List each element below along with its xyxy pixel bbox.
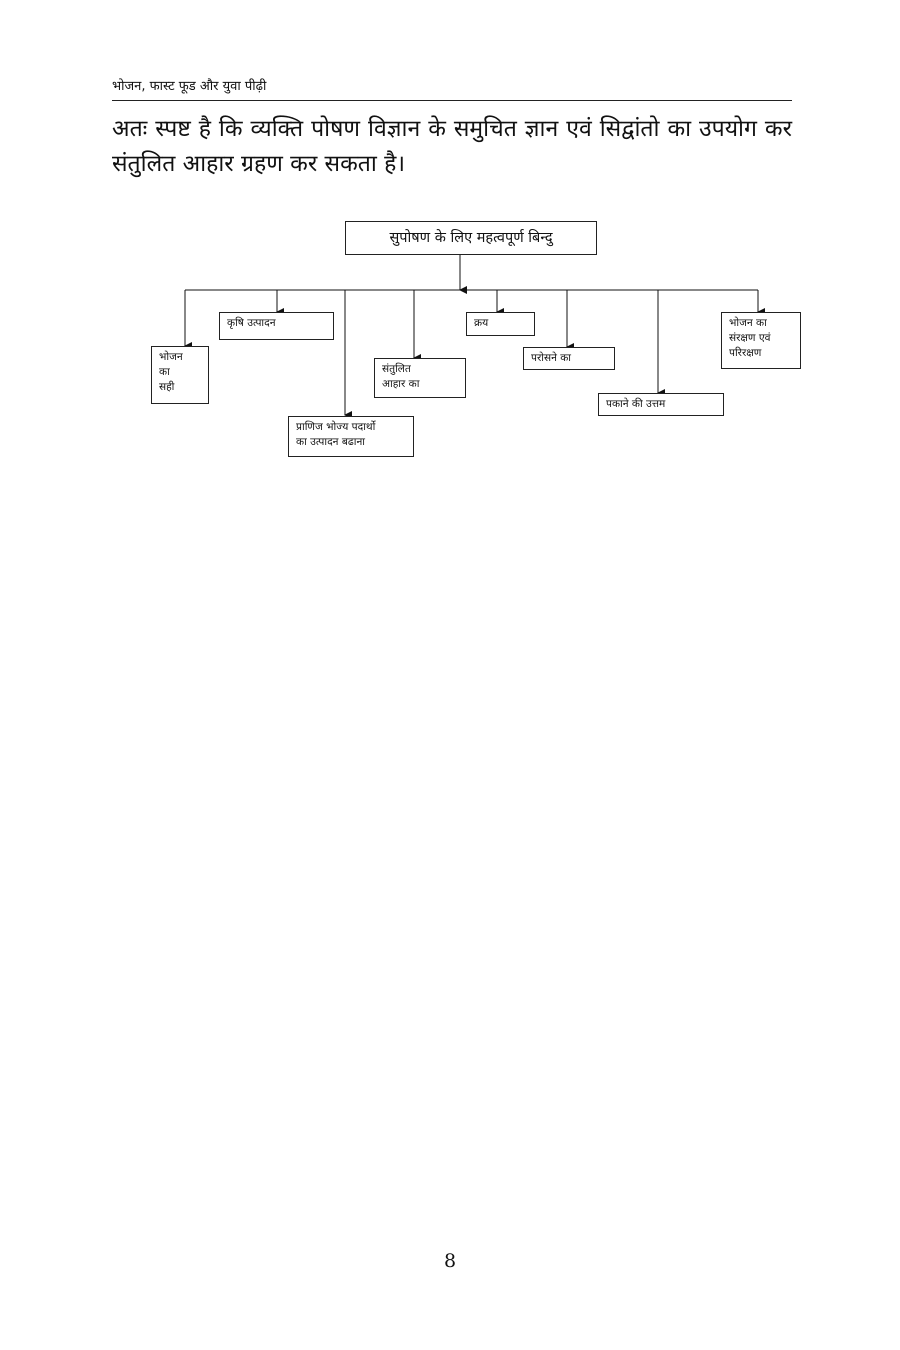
node-krishi-utpadan: कृषि उत्पादन — [219, 312, 334, 340]
diagram-connectors — [184, 255, 765, 419]
header-rule — [112, 100, 792, 101]
diagram-root-node: सुपोषण के लिए महत्वपूर्ण बिन्दु — [345, 221, 597, 255]
body-paragraph: अतः स्पष्ट है कि व्यक्ति पोषण विज्ञान के… — [112, 116, 792, 177]
node-kray: क्रय — [466, 312, 535, 336]
running-header: भोजन, फास्ट फूड और युवा पीढ़ी — [112, 79, 267, 94]
node-bhojan-sanrakshan: भोजन का संरक्षण एवं परिरक्षण — [721, 312, 801, 369]
page-number: 8 — [443, 1250, 457, 1272]
node-pranij-bhojya: प्राणिज भोज्य पदार्थो का उत्पादन बढाना — [288, 416, 414, 457]
node-parosne-ka: परोसने का — [523, 347, 615, 370]
node-santulit-aahar: संतुलित आहार का — [374, 358, 466, 398]
nutrition-diagram: सुपोषण के लिए महत्वपूर्ण बिन्दु भोजन का … — [0, 0, 900, 480]
node-pakane-ki-uttam: पकाने की उत्तम — [598, 393, 724, 416]
node-bhojan-ka-sahi: भोजन का सही — [151, 346, 209, 404]
